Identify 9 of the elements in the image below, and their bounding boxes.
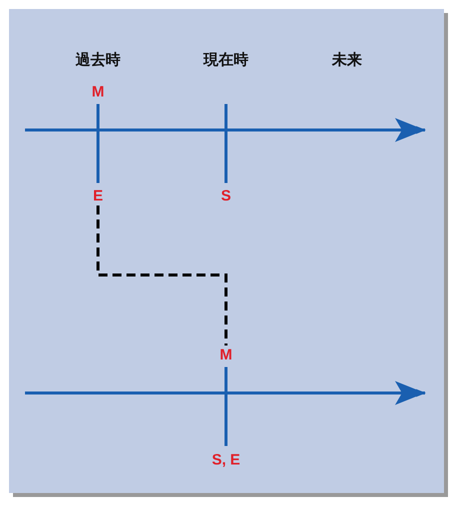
point-label: S (221, 188, 231, 204)
point-label: E (93, 188, 103, 204)
tense-heading: 現在時 (204, 52, 248, 68)
point-label: S, E (212, 452, 240, 468)
point-label: M (220, 348, 232, 362)
tense-heading: 過去時 (76, 52, 120, 68)
connector-line (96, 206, 228, 346)
point-label: M (92, 84, 104, 100)
tense-heading: 未来 (332, 52, 362, 68)
